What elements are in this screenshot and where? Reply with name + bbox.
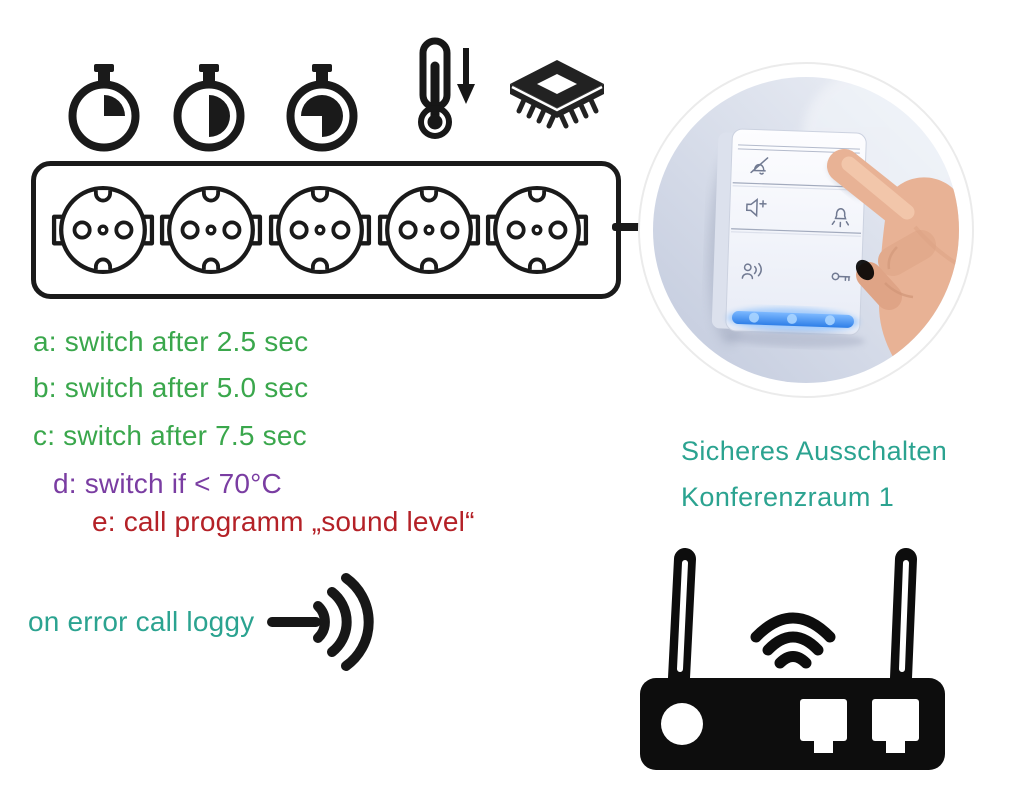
program-step-e-label: e: call programm „sound level“ [92,506,475,537]
program-step-d-label: d: switch if < 70°C [53,468,282,499]
broadcast-signal-icon [267,573,374,671]
photo-clip-circle [653,77,959,383]
router-indicator [661,703,703,745]
person-announce-icon[interactable] [741,262,762,280]
thermometer-falling-icon [418,37,475,139]
bell-ring-icon[interactable] [831,208,850,228]
wifi-router-icon [640,548,945,770]
on-error-label: on error call loggy [28,606,255,637]
ethernet-ports [800,699,919,753]
router-body [640,678,945,770]
switch-panel [708,128,867,348]
power-cord-line [612,223,650,231]
bell-muted-icon[interactable] [750,157,769,175]
program-step-b-label: b: switch after 5.0 sec [33,372,309,403]
wifi-waves-icon [750,612,836,669]
timer-three-quarter-icon [286,64,358,152]
program-step-a-label: a: switch after 2.5 sec [33,326,309,357]
timer-quarter-icon [68,64,140,152]
program-step-c-label: c: switch after 7.5 sec [33,420,307,451]
power-strip-illustration [31,161,621,299]
key-icon[interactable] [831,272,851,282]
timer-half-icon [173,64,245,152]
speaker-plus-icon[interactable] [745,198,767,218]
caption-line-1: Sicheres Ausschalten [681,436,948,466]
microchip-icon [510,60,604,129]
caption-line-2: Konferenzraum 1 [681,482,895,512]
photo-illustration [653,77,959,383]
switch-panel-photo [638,62,974,398]
